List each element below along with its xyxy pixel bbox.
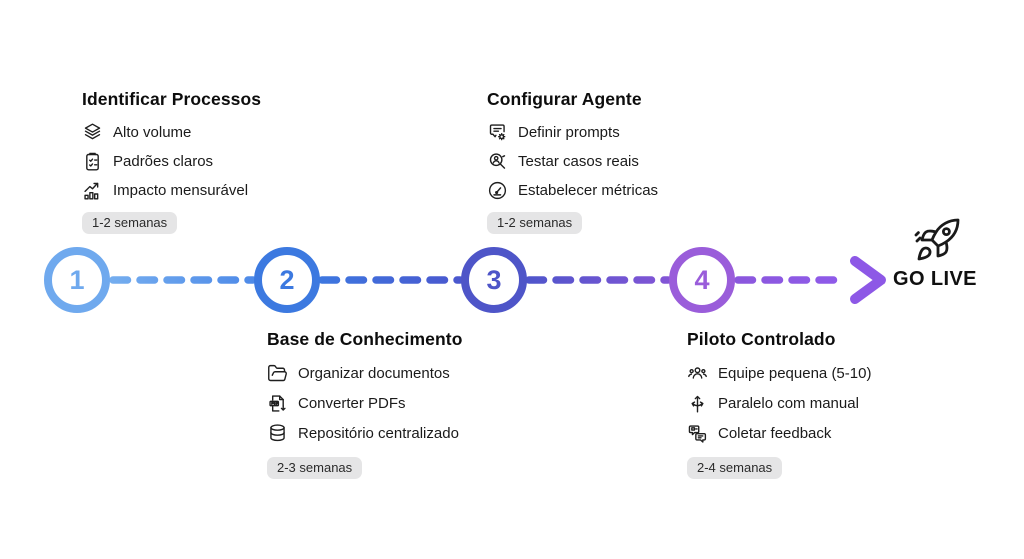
step-block-1: Identificar Processos Alto volume Padrõe… [82,88,261,234]
step-block-4: Piloto Controlado Equipe pequena (5-10) … [687,328,871,479]
list-item-label: Testar casos reais [518,153,639,170]
step-items: Definir prompts Testar casos reais Estab… [487,118,658,205]
list-item: Testar casos reais [487,147,658,176]
step-circle-2: 2 [254,247,320,313]
clipboard-checklist-icon [86,152,99,171]
list-item-label: Repositório centralizado [298,424,459,442]
list-item-label: Paralelo com manual [718,394,859,412]
step-title: Piloto Controlado [687,329,836,349]
database-icon [270,423,285,441]
gauge-icon [488,181,507,200]
step-number: 2 [279,264,295,295]
list-item: Repositório centralizado [267,418,463,448]
list-item: Estabelecer métricas [487,176,658,205]
layers-icon [84,123,101,140]
go-live-label: GO LIVE [893,268,977,290]
bar-chart-growth-icon [84,182,99,200]
duration-badge: 1-2 semanas [487,212,583,234]
list-item-label: Alto volume [113,124,192,141]
list-item: Alto volume [82,118,261,147]
duration-badge: 2-3 semanas [267,457,363,479]
list-item-label: Definir prompts [518,124,620,141]
folder-open-icon [268,364,287,381]
step-title: Configurar Agente [487,89,642,109]
step-circle-3: 3 [461,247,527,313]
list-item-label: Coletar feedback [718,424,832,442]
step-circle-1: 1 [44,247,110,313]
list-item: Equipe pequena (5-10) [687,358,871,388]
users-group-icon [688,366,707,379]
list-item: Organizar documentos [267,358,463,388]
rocket-icon [914,216,962,264]
list-item: Converter PDFs [267,388,463,418]
step-items: Organizar documentos Converter PDFs Repo… [267,358,463,448]
step-circle-4: 4 [669,247,735,313]
arrow-head-icon [850,256,886,304]
list-item: Coletar feedback [687,418,871,448]
list-item-label: Impacto mensurável [113,182,249,199]
step-items: Alto volume Padrões claros Impacto mensu… [82,118,261,205]
list-item: Paralelo com manual [687,388,871,418]
user-search-icon [489,153,506,169]
step-number: 3 [486,264,502,295]
list-item-label: Estabelecer métricas [518,182,659,199]
list-item: Definir prompts [487,118,658,147]
branching-arrows-icon [691,395,704,413]
list-item-label: Padrões claros [113,153,214,170]
feedback-chats-icon [688,424,707,443]
list-item-label: Equipe pequena (5-10) [718,364,872,382]
list-item: Impacto mensurável [82,176,261,205]
duration-badge: 2-4 semanas [687,457,783,479]
step-block-2: Base de Conhecimento Organizar documento… [267,328,463,479]
list-item-label: Converter PDFs [298,394,406,412]
chat-gear-icon [489,124,506,141]
list-item: Padrões claros [82,147,261,176]
step-items: Equipe pequena (5-10) Paralelo com manua… [687,358,871,448]
step-title: Identificar Processos [82,89,262,109]
step-number: 1 [69,264,85,295]
list-item-label: Organizar documentos [298,364,450,382]
pdf-convert-icon [269,394,286,412]
step-number: 4 [694,264,710,295]
step-block-3: Configurar Agente Definir prompts Testar… [487,88,658,234]
duration-badge: 1-2 semanas [82,212,178,234]
step-title: Base de Conhecimento [267,329,463,349]
